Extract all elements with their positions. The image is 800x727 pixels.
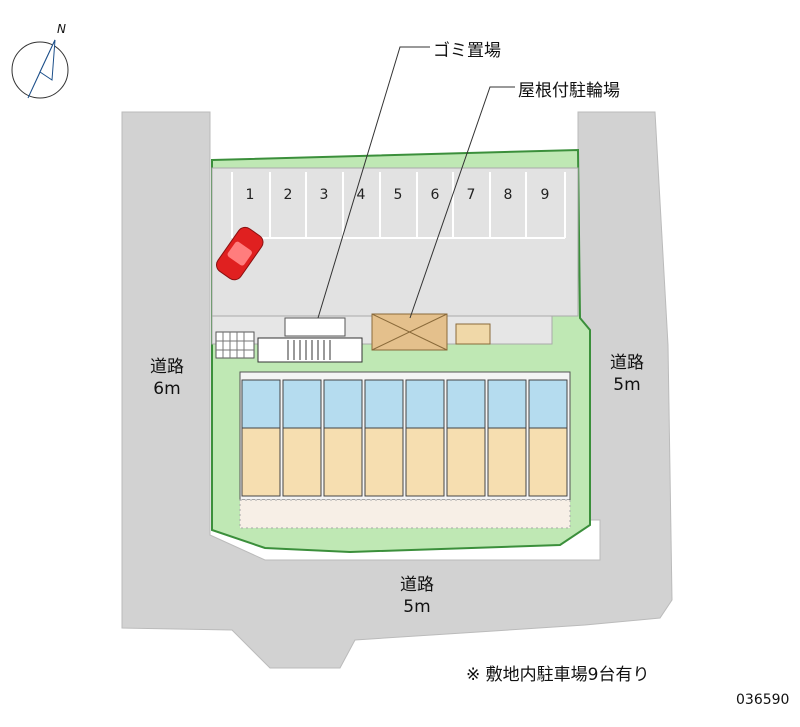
road-west-label: 道路 6m xyxy=(142,356,192,400)
entrance-grid-lines xyxy=(216,332,254,358)
bicycle-shed-label: 屋根付駐輪場 xyxy=(518,81,620,101)
road-area xyxy=(121,111,673,669)
road-east-label: 道路 5m xyxy=(602,352,652,396)
road-south-label: 道路 5m xyxy=(392,574,442,618)
parking-stalls xyxy=(231,172,566,239)
stair-treads xyxy=(287,340,331,360)
bike-rack xyxy=(455,323,491,345)
parking-slot-6: 6 xyxy=(430,187,440,203)
parking-slot-7: 7 xyxy=(466,187,476,203)
road-south-name: 道路 xyxy=(400,575,434,595)
road-east-width: 5m xyxy=(613,375,641,395)
yard xyxy=(239,499,571,529)
parking-slot-5: 5 xyxy=(393,187,403,203)
garbage-area xyxy=(284,317,346,337)
road-east-name: 道路 xyxy=(610,353,644,373)
parking-note: ※ 敷地内駐車場9台有り xyxy=(466,665,650,685)
parking-lot xyxy=(211,167,579,317)
parking-slot-9: 9 xyxy=(540,187,550,203)
road-south-width: 5m xyxy=(403,597,431,617)
stairs xyxy=(257,337,363,363)
entrance-grid xyxy=(215,331,255,359)
parking-slot-4: 4 xyxy=(356,187,366,203)
garbage-leader xyxy=(317,46,430,319)
units xyxy=(241,379,568,497)
car-icon xyxy=(216,226,264,281)
bicycle-leader xyxy=(409,86,515,319)
road-west-width: 6m xyxy=(153,379,181,399)
parking-slot-2: 2 xyxy=(283,187,293,203)
parking-slot-3: 3 xyxy=(319,187,329,203)
parking-slot-8: 8 xyxy=(503,187,513,203)
parking-slot-1: 1 xyxy=(245,187,255,203)
compass-north-label: N xyxy=(57,22,66,36)
road-west-name: 道路 xyxy=(150,357,184,377)
property-code: 036590 xyxy=(736,692,790,708)
compass-icon xyxy=(11,39,69,99)
garbage-area-label: ゴミ置場 xyxy=(433,41,501,61)
